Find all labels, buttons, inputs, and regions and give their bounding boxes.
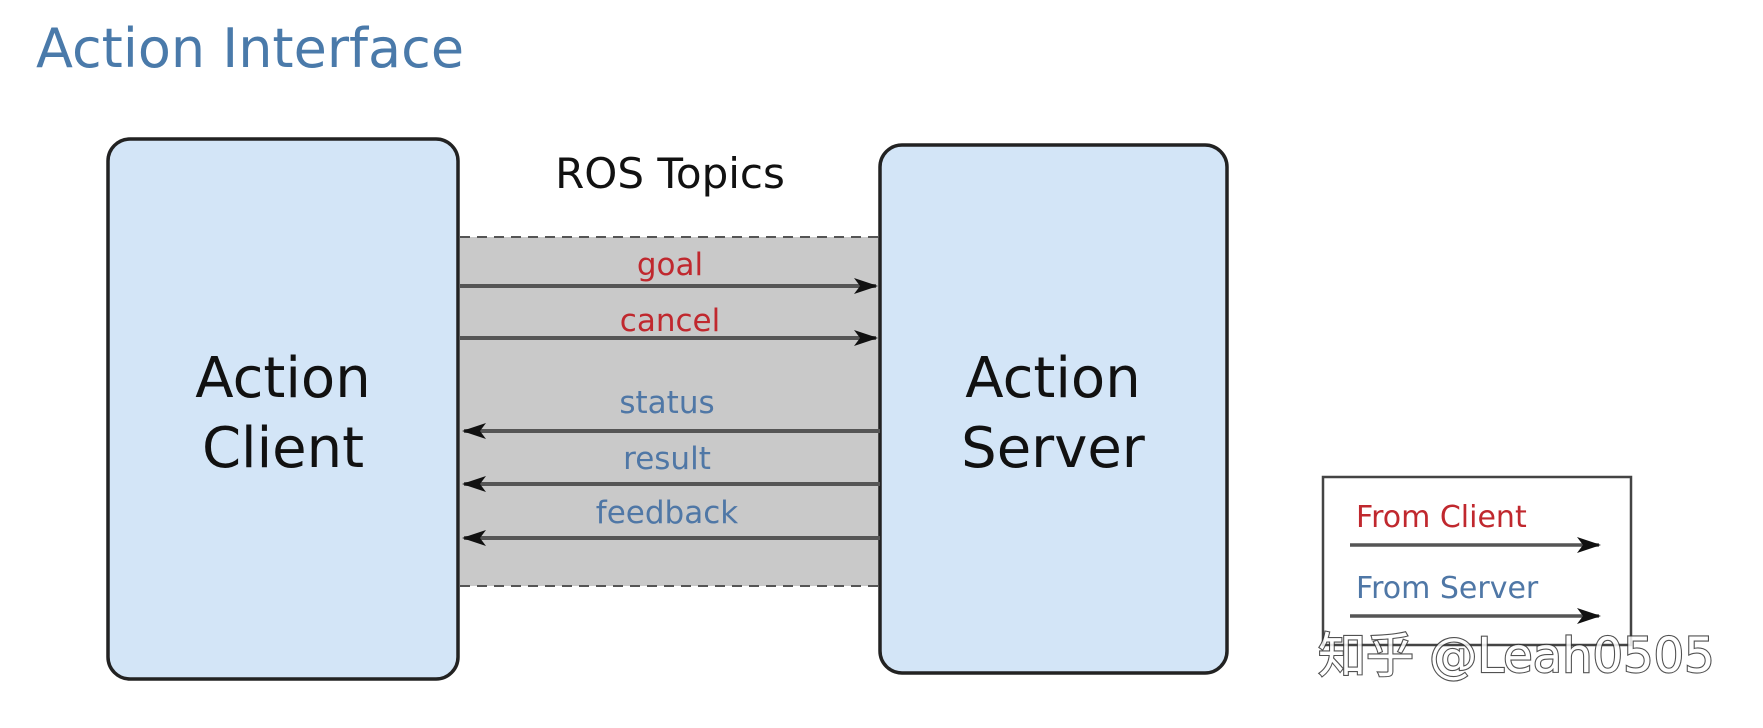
legend-from-server-label: From Server — [1356, 571, 1539, 606]
action-server-box — [878, 143, 1229, 675]
action-client-label-line2: Client — [202, 416, 364, 481]
feedback-topic-label: feedback — [596, 495, 738, 531]
action-server-label-line2: Server — [961, 416, 1146, 481]
action-client-label-line1: Action — [195, 346, 370, 411]
page-title: Action Interface — [36, 17, 464, 80]
cancel-topic-label: cancel — [620, 303, 720, 339]
status-topic-label: status — [619, 385, 714, 421]
result-topic-label: result — [623, 441, 711, 477]
legend-from-client-label: From Client — [1356, 500, 1527, 535]
topic-band — [460, 237, 880, 586]
action-client-box — [106, 137, 460, 681]
ros-topics-label: ROS Topics — [555, 149, 785, 198]
watermark: 知乎 @Leah0505 — [1318, 628, 1715, 684]
goal-topic-label: goal — [637, 247, 703, 283]
action-server-label-line1: Action — [965, 346, 1140, 411]
